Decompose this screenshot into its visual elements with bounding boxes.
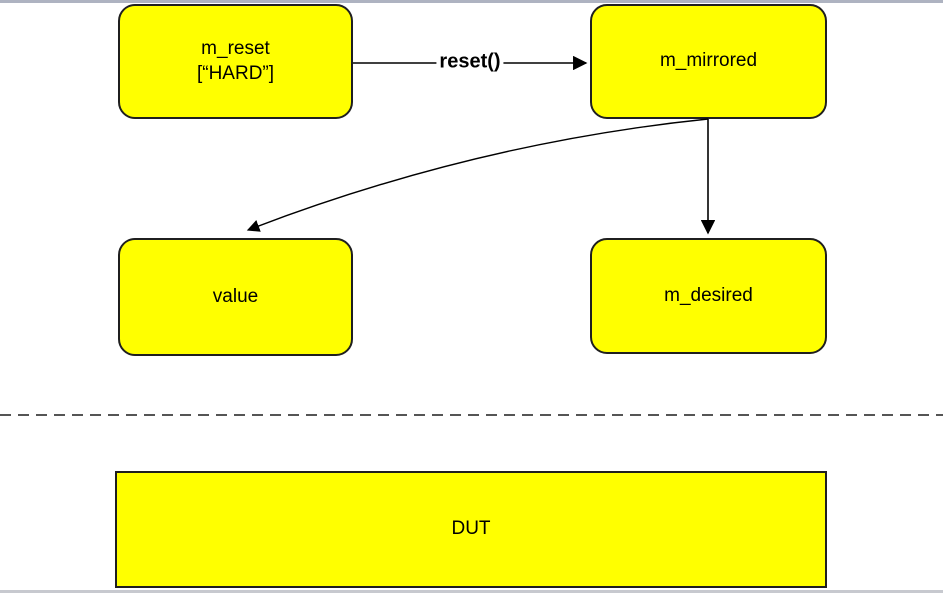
node-m-desired-label: m_desired: [664, 284, 753, 306]
mirrored-to-value-arrow: [246, 118, 709, 232]
node-value: value: [118, 238, 353, 356]
node-dut: DUT: [115, 471, 827, 588]
node-m-reset-label-line2: [“HARD”]: [196, 62, 275, 84]
node-m-reset-label-line1: m_reset: [201, 38, 270, 60]
reset-edge-label: reset(): [436, 50, 504, 74]
node-m-reset: m_reset [“HARD”]: [118, 4, 353, 119]
node-dut-label: DUT: [451, 518, 491, 540]
node-m-mirrored-label: m_mirrored: [659, 50, 758, 72]
node-value-label: value: [212, 285, 259, 307]
node-m-desired: m_desired: [590, 238, 827, 354]
node-m-mirrored: m_mirrored: [590, 4, 827, 119]
bottom-rule: [0, 590, 943, 593]
top-rule: [0, 0, 943, 3]
